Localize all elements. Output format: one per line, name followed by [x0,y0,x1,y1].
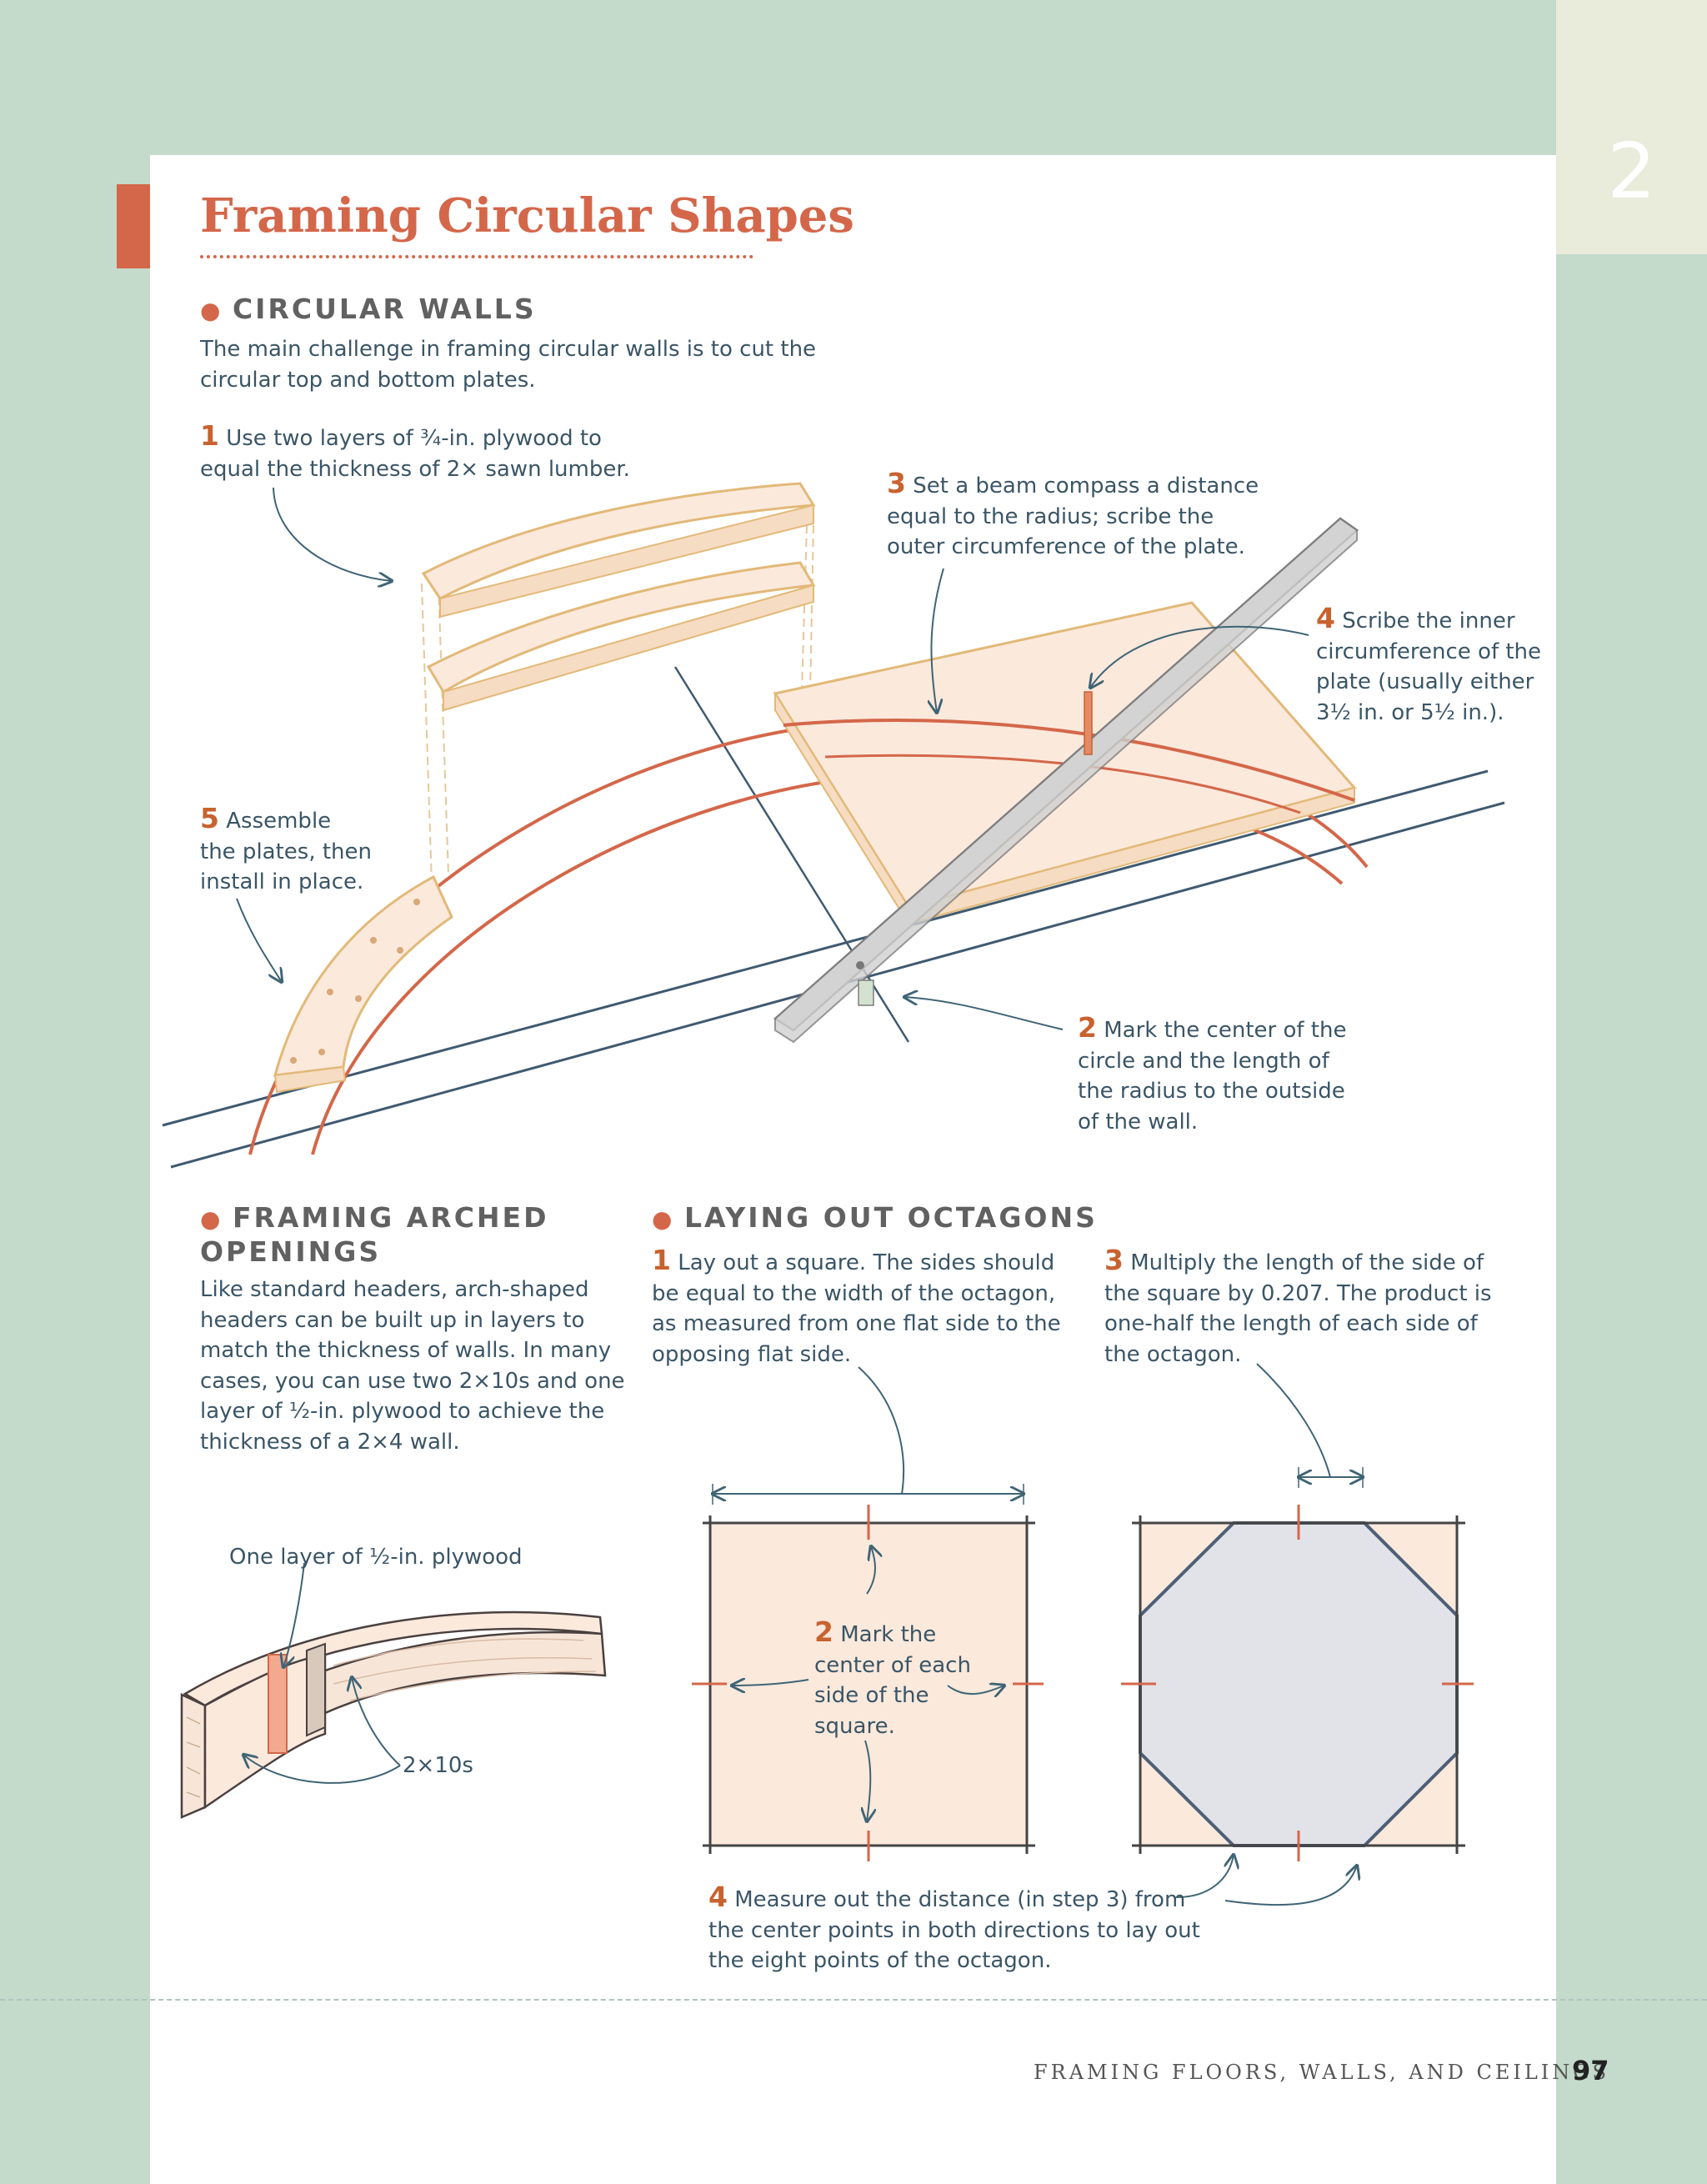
assembled-plate [273,874,453,1077]
section-heading-arched-openings: ● FRAMING ARCHED OPENINGS [200,1201,549,1269]
arched-header-illustration [180,1562,607,1819]
chapter-number: 2 [1607,127,1656,216]
circular-step-1: 1 Use two layers of ¾-in. plywood to equ… [200,419,630,482]
octagon-result-square [1121,1363,1474,1906]
circular-step-4: 4 Scribe the inner circumference of the … [1316,602,1542,725]
circular-walls-intro: The main challenge in framing circular w… [200,337,817,393]
footer-divider [0,1999,1707,2001]
page-title: Framing Circular Shapes [200,188,854,243]
title-underline [200,255,753,258]
circular-step-2: 2 Mark the center of the circle and the … [1078,1011,1347,1135]
octagon-step-4: 4 Measure out the distance (in step 3) f… [708,1881,1200,1973]
header-front-2x10 [180,1693,207,1819]
label-plywood-layer: One layer of ½-in. plywood [229,1545,523,1570]
arched-openings-body: Like standard headers, arch-shaped heade… [200,1277,625,1455]
label-2x10s: 2×10s [403,1753,473,1778]
octagon-layout-square [692,1366,1044,1861]
section-heading-circular-walls: ● CIRCULAR WALLS [200,293,537,325]
section-heading-octagons: ● LAYING OUT OCTAGONS [652,1201,1098,1234]
header-front-face [203,1653,327,1810]
circular-step-3: 3 Set a beam compass a distance equal to… [887,467,1259,559]
radius-line [673,666,910,1043]
octagon-step-1: 1 Lay out a square. The sides should be … [652,1244,1061,1367]
circular-wall-illustration [162,482,1505,1169]
plywood-layer-red [268,1654,288,1754]
circular-step-5: 5 Assemble the plates, then install in p… [200,802,373,894]
octagon-step-3: 3 Multiply the length of the side of the… [1104,1244,1492,1367]
bullet-icon: ● [200,1205,221,1233]
chapter-tab [1556,0,1707,254]
bullet-icon: ● [652,1205,673,1233]
octagon-shape [1139,1521,1459,1847]
plywood-layer-lower [426,561,816,694]
bullet-icon: ● [200,297,221,324]
page-number: 97 [1572,2055,1609,2086]
floor-line-upper [162,769,1489,1127]
scribe-pencil [1084,691,1093,755]
octagon-step-2: 2 Mark the center of each side of the sq… [814,1615,971,1739]
running-head: FRAMING FLOORS, WALLS, AND CEILINGS [1034,2061,1609,2084]
title-accent-bar [117,184,150,268]
